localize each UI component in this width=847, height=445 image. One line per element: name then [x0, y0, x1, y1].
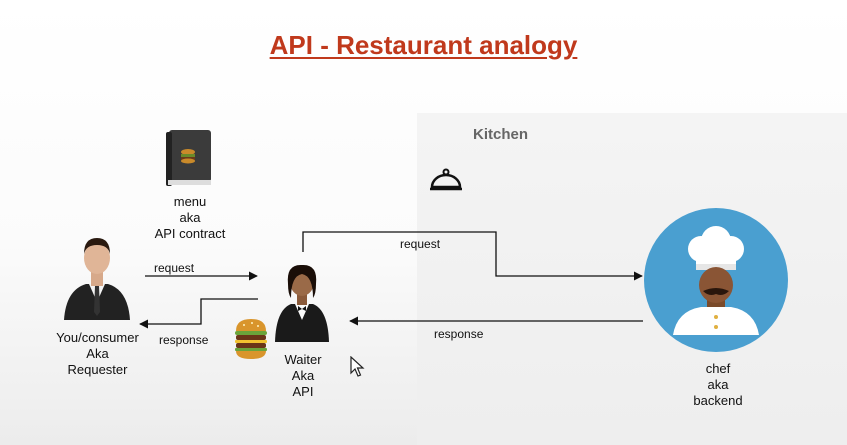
chef-label-line2: aka [707, 377, 729, 392]
consumer-label-line1: You/consumer [56, 330, 139, 345]
menu-label-line2: aka [179, 210, 201, 225]
menu-label-line3: API contract [154, 226, 226, 241]
burger-icon [235, 319, 267, 359]
consumer-label-line3: Requester [67, 362, 128, 377]
chef-icon [644, 208, 788, 352]
waiter-label-line3: API [292, 384, 314, 399]
chef-label-line1: chef [705, 361, 731, 376]
menu-label-line1: menu [173, 194, 207, 209]
cloche-icon [430, 168, 462, 191]
waiter-label: Waiter Aka API [253, 352, 353, 400]
kitchen-request-arrow [302, 231, 643, 281]
consumer-response-arrow [139, 298, 258, 329]
menu-book-icon [166, 130, 211, 186]
consumer-response-label: response [159, 333, 209, 347]
kitchen-request-label: request [400, 237, 441, 251]
waiter-icon [275, 264, 329, 342]
kitchen-response-label: response [434, 327, 484, 341]
businessman-icon [64, 238, 130, 320]
chef-label-line3: backend [693, 393, 743, 408]
page-title: API - Restaurant analogy [269, 30, 578, 60]
chef-label: chef aka backend [668, 361, 768, 409]
consumer-label: You/consumer Aka Requester [40, 330, 155, 378]
menu-label: menu aka API contract [140, 194, 240, 242]
kitchen-label: Kitchen [473, 126, 529, 143]
waiter-label-line2: Aka [291, 368, 315, 383]
consumer-request-label: request [154, 261, 195, 275]
mouse-cursor-icon [350, 356, 365, 377]
waiter-label-line1: Waiter [284, 352, 322, 367]
consumer-label-line2: Aka [86, 346, 109, 361]
